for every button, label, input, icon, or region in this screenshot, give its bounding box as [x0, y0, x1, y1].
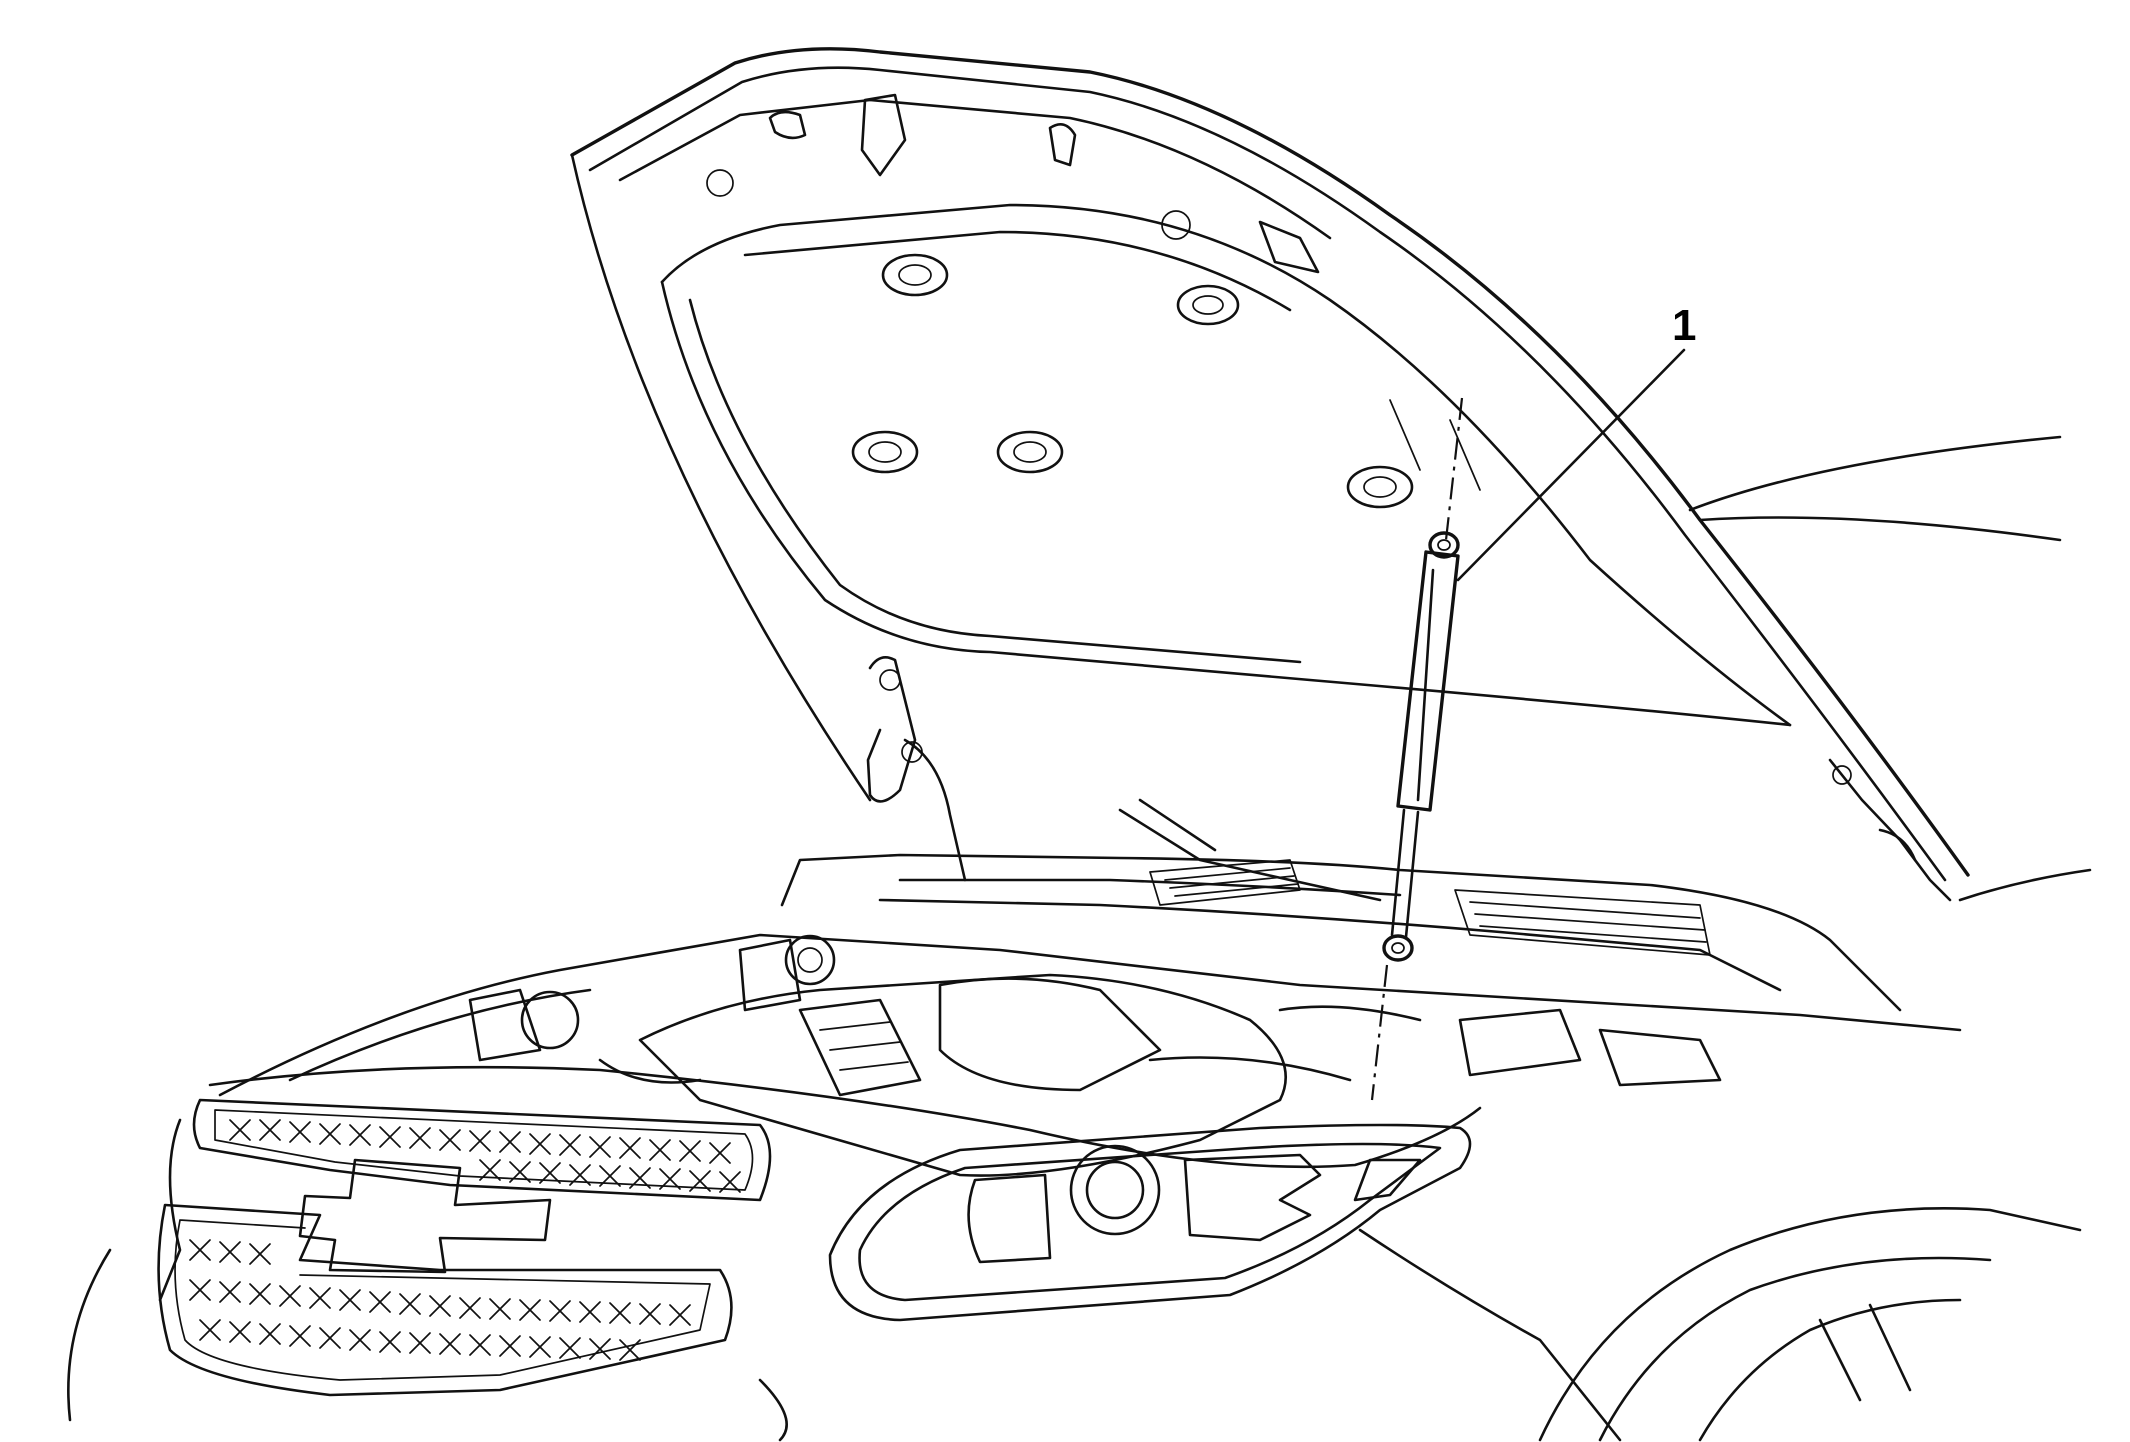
reservoir-cap [784, 934, 836, 986]
strut-lower-end [1382, 934, 1414, 962]
cowl-panel [780, 853, 1902, 1012]
hood-strut [1370, 348, 1686, 1101]
hood-outer-edge [570, 47, 1970, 877]
callout-label-1: 1 [1672, 301, 1697, 350]
strut-cylinder [1396, 550, 1460, 812]
engine-cover [638, 973, 1288, 1177]
fender [1358, 1207, 2082, 1442]
windshield [1688, 435, 2092, 902]
tire [1698, 1298, 1962, 1442]
bowtie-emblem [298, 1158, 552, 1274]
clip-hole [996, 430, 1064, 474]
strut-upper-alignment-line [1444, 397, 1464, 541]
clip-hole [881, 253, 949, 297]
hood-leading-edge [208, 1065, 1482, 1169]
grille-mesh [189, 1119, 741, 1361]
callout-leader-line [1456, 348, 1686, 582]
hood-hinge-left [866, 656, 917, 803]
engine-compartment [218, 798, 1962, 1177]
projector-lens [1069, 1144, 1161, 1236]
upper-shroud [218, 933, 1962, 1097]
strut-rod [1390, 808, 1420, 939]
headlamp-outline [828, 1123, 1472, 1322]
clip-hole [1346, 465, 1414, 509]
hood [570, 47, 1970, 902]
lower-grille [157, 1203, 733, 1397]
clip-hole [1176, 284, 1240, 326]
front-fascia [67, 1065, 1482, 1442]
hood-inner-panel [660, 203, 1792, 727]
strut-upper-end [1428, 531, 1460, 559]
clip-hole [851, 430, 919, 474]
upper-grille [192, 1098, 772, 1202]
strut-lower-alignment-line [1370, 964, 1389, 1101]
headlamp [828, 1123, 1472, 1322]
